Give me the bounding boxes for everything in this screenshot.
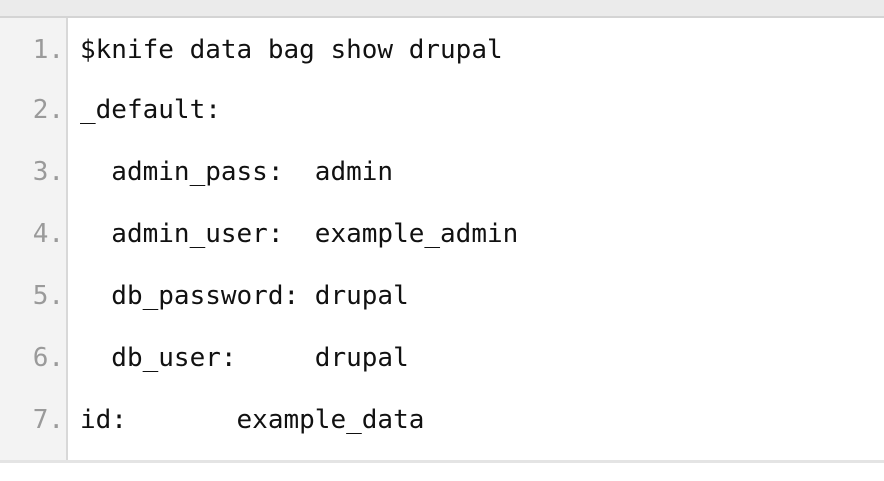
line-number: 1. bbox=[32, 35, 64, 65]
code-line: 3. admin_pass: admin bbox=[0, 152, 884, 192]
code-block-header bbox=[0, 0, 884, 18]
code-block: 1. $knife data bag show drupal 2. _default… bbox=[0, 18, 884, 463]
line-number: 5. bbox=[32, 281, 64, 311]
code-line: 2. _default: bbox=[0, 90, 884, 130]
line-number: 2. bbox=[32, 95, 64, 125]
line-number: 7. bbox=[32, 405, 64, 435]
code-line: 4. admin_user: example_admin bbox=[0, 214, 884, 254]
code-line: 6. db_user: drupal bbox=[0, 338, 884, 378]
code-line: 1. $knife data bag show drupal bbox=[0, 30, 884, 70]
code-text: admin_pass: admin bbox=[80, 157, 394, 187]
code-line: 7. id: example_data bbox=[0, 400, 884, 440]
code-text: _default: bbox=[80, 95, 221, 125]
code-text: db_user: drupal bbox=[80, 343, 409, 373]
code-text: admin_user: example_admin bbox=[80, 219, 519, 249]
code-line: 5. db_password: drupal bbox=[0, 276, 884, 316]
code-text: id: example_data bbox=[80, 405, 425, 435]
code-text: db_password: drupal bbox=[80, 281, 409, 311]
code-text: $knife data bag show drupal bbox=[80, 35, 503, 65]
line-number: 4. bbox=[32, 219, 64, 249]
line-number-gutter bbox=[0, 18, 68, 460]
line-number: 3. bbox=[32, 157, 64, 187]
line-number: 6. bbox=[32, 343, 64, 373]
